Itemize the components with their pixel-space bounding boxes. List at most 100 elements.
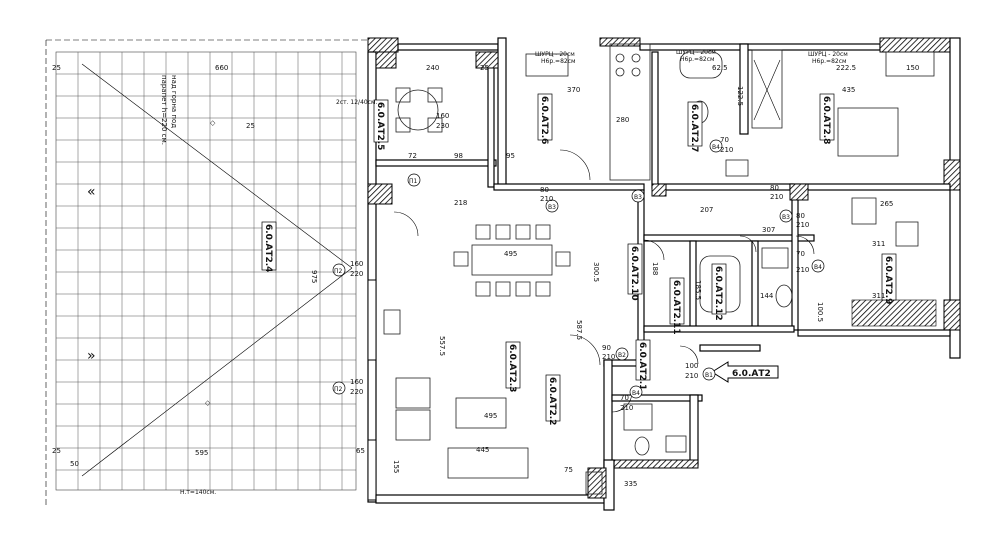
entry-label: 6.0.АТ2 [732,369,771,379]
room-label-6: 6.0.АТ2.6 [539,96,549,144]
entry-marker: 6.0.АТ2 B1 100 210 [685,361,779,383]
counter-9 [851,299,937,327]
dim-218: 218 [454,199,467,207]
dining-table [471,244,553,276]
shurts-note-2b: Н6р.=82см [680,56,715,63]
door-b3-c: B3 [782,214,790,221]
room-label-8: 6.0.АТ2.8 [821,96,831,144]
armchair-1 [395,377,431,409]
dim-495a: 495 [504,250,517,258]
entry-size-h: 210 [685,372,698,380]
dim-210e: 210 [770,193,783,201]
dim-435: 435 [842,86,855,94]
door-b2: B2 [618,352,626,359]
entry-size-w: 100 [685,362,698,370]
shurts-note-2: ШУРЦ - 20см [676,49,716,56]
room-label-12: 6.0.АТ2.12 [713,266,723,321]
dim-370: 370 [567,86,580,94]
dim-587-5: 587.5 [575,320,583,340]
dim-220b: 220 [350,388,363,396]
door-b1: B1 [705,372,713,379]
shurts-note-1: ШУРЦ - 20см [535,51,575,58]
room-label-11: 6.0.АТ2.11 [671,280,681,335]
coffee-table [455,397,507,429]
terrace-dim-top: 660 [215,64,228,72]
terrace-arrow-right: » [87,348,96,364]
terrace-dim-bottom: 595 [195,449,208,457]
terrace-dim-25: 25 [52,64,61,72]
shower-1 [623,403,653,431]
dim-155: 155 [392,460,400,473]
parapet-note-2: над горна под [170,75,178,128]
dim-185-5: 185.5 [694,280,702,300]
furniture [383,43,937,495]
terrace-dim-25b: 25 [52,447,61,455]
door-b4-c: B4 [632,390,640,397]
toilet-1 [634,436,650,456]
dim-100-5: 100.5 [816,302,824,322]
terrace-chevron: ◇ [210,119,216,127]
terrace-dim-50: 50 [70,460,79,468]
dim-80b: 80 [770,184,779,192]
dim-210c: 210 [720,146,733,154]
sink-12 [761,247,789,269]
dim-222-5: 222.5 [836,64,856,72]
shurts-note-1b: Н6р.=82см [541,58,576,65]
desk-8 [885,51,935,77]
door-b4-a: B4 [712,144,720,151]
dim-160a: 160 [436,112,449,120]
dim-188: 188 [651,262,659,275]
dim-207: 207 [700,206,713,214]
door-b3-b: B3 [634,194,642,201]
dim-70a: 70 [720,136,729,144]
dim-210a: 210 [540,195,553,203]
room-label-9: 6.0.АТ2.9 [883,256,893,304]
dim-307: 307 [762,226,775,234]
armchair-2 [395,409,431,441]
door-p1: П1 [409,178,418,185]
dim-144: 144 [760,292,774,300]
dim-160b: 160 [350,260,363,268]
dim-975: 975 [310,270,318,283]
toilet-12 [775,284,793,308]
dim-70c: 70 [620,394,629,402]
door-p2-b: П2 [334,386,343,393]
dim-220a: 220 [350,270,363,278]
dim-230: 230 [436,122,449,130]
room-label-10: 6.0.АТ2.10 [629,246,639,301]
dim-160c: 160 [350,378,363,386]
dim-210d: 210 [796,266,809,274]
shurts-note-3: ШУРЦ - 20см [808,51,848,58]
kitchen-counter [609,43,651,181]
terrace-arrow-left: « [87,184,96,200]
room-label-2: 6.0.АТ2.2 [547,377,557,425]
dim-70b: 70 [796,250,805,258]
room-labels: 6.0.АТ2.5 6.0.АТ2.6 6.0.АТ2.7 6.0.АТ2.8 … [373,93,897,425]
room-label-5: 6.0.АТ2.5 [375,102,385,150]
bathtub-7 [679,51,723,79]
room-label-3: 6.0.АТ2.3 [507,344,517,392]
sink-1 [665,435,687,453]
dim-495b: 495 [484,412,497,420]
dim-80c: 80 [796,212,805,220]
dim-65: 65 [356,447,365,455]
door-b3-a: B3 [548,204,556,211]
door-b4-b: B4 [814,264,822,271]
dim-210g: 210 [796,221,809,229]
door-tags: B2 B3 B3 B3 B4 B4 B4 П2 П2 П1 [332,139,825,399]
dim-75: 75 [564,466,573,474]
dim-265: 265 [880,200,893,208]
round-table-5 [397,89,439,131]
terrace-dim-25c: 25 [246,122,255,130]
parapet-note-1: парапет h=220 см. [160,75,168,145]
dim-122-5: 122.5 [736,86,744,106]
sink-7 [725,159,749,177]
dim-210b: 210 [602,353,615,361]
room-label-7: 6.0.АТ2.7 [689,104,699,152]
dim-280: 280 [616,116,629,124]
terrace-tile-grid [56,52,356,490]
dim-311b: 311 [872,292,885,300]
dim-150: 150 [906,64,919,72]
terrace-chevron-2: ◇ [205,399,211,407]
